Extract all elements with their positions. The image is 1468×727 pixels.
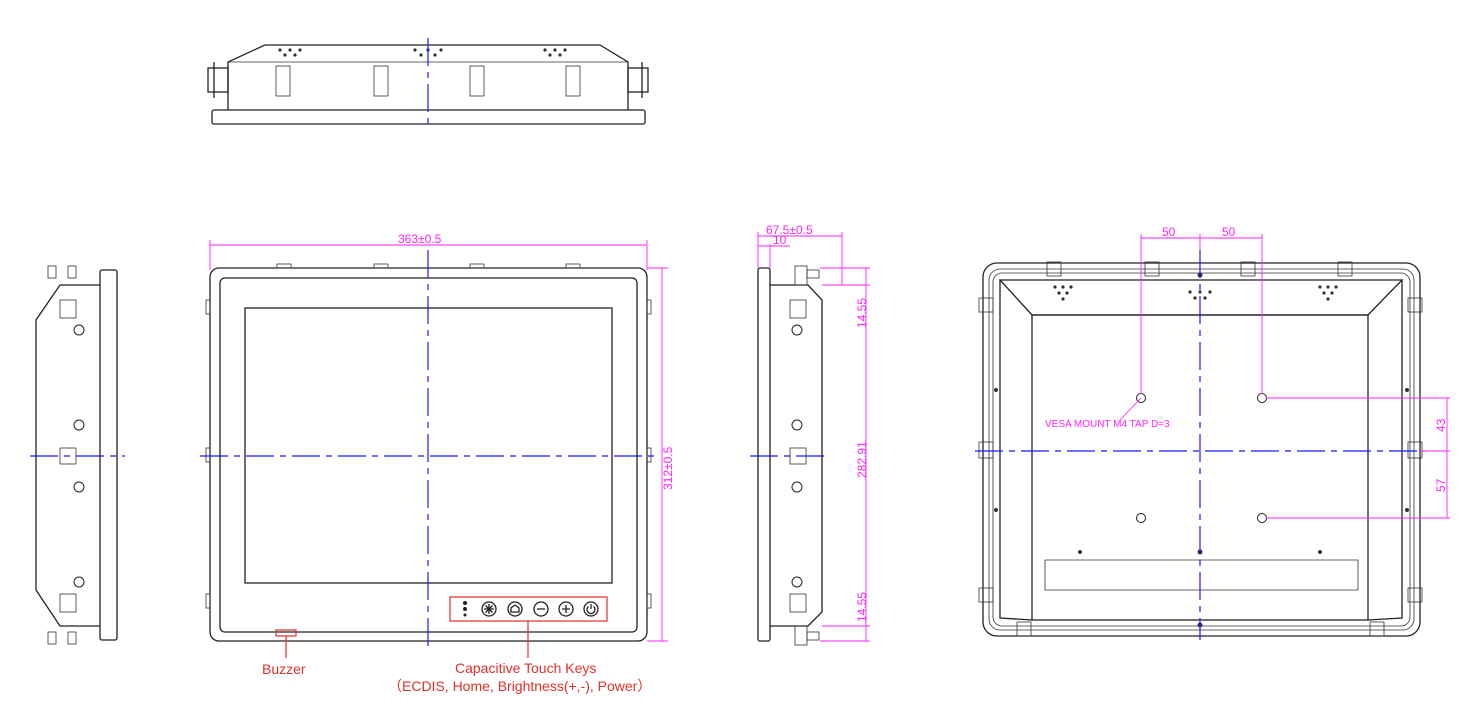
vesa-right-dimension: 50 [1222,225,1236,239]
top-view [207,38,649,128]
vesa-upper-dimension: 43 [1434,418,1448,432]
brightness-icon [481,601,497,617]
buzzer-marker [275,629,297,637]
touch-keys-detail: （ECDIS, Home, Brightness(+,-), Power） [388,678,651,694]
vesa-holes [1136,393,1267,523]
plus-icon [558,601,574,617]
vesa-lower-dimension: 57 [1434,478,1448,492]
home-icon [507,601,523,617]
front-view: 363±0.5 312±0.5 Buzzer Capacitive Touch … [200,232,675,694]
touch-keys-title: Capacitive Touch Keys [455,660,596,676]
side-depth-dimension: 67.5±0.5 [766,223,813,237]
right-side-view: 67.5±0.5 10 14.55 282.91 14.55 [750,223,870,646]
side-panel-dimension: 10 [773,233,787,247]
front-width-dimension: 363±0.5 [398,232,442,246]
side-mid-dimension: 282.91 [855,441,869,478]
rear-view: 50 50 43 57 VESA MOUNT M4 TAP D=3 [975,225,1450,640]
buzzer-label: Buzzer [262,661,306,677]
ecdis-icon [463,601,467,617]
vesa-left-dimension: 50 [1162,225,1176,239]
vesa-note: VESA MOUNT M4 TAP D=3 [1045,419,1170,430]
minus-icon [533,601,549,617]
front-height-dimension: 312±0.5 [661,446,675,490]
side-top-dimension: 14.55 [855,298,869,328]
left-side-view [30,265,125,645]
power-icon [583,601,599,617]
side-bottom-dimension: 14.55 [855,592,869,622]
